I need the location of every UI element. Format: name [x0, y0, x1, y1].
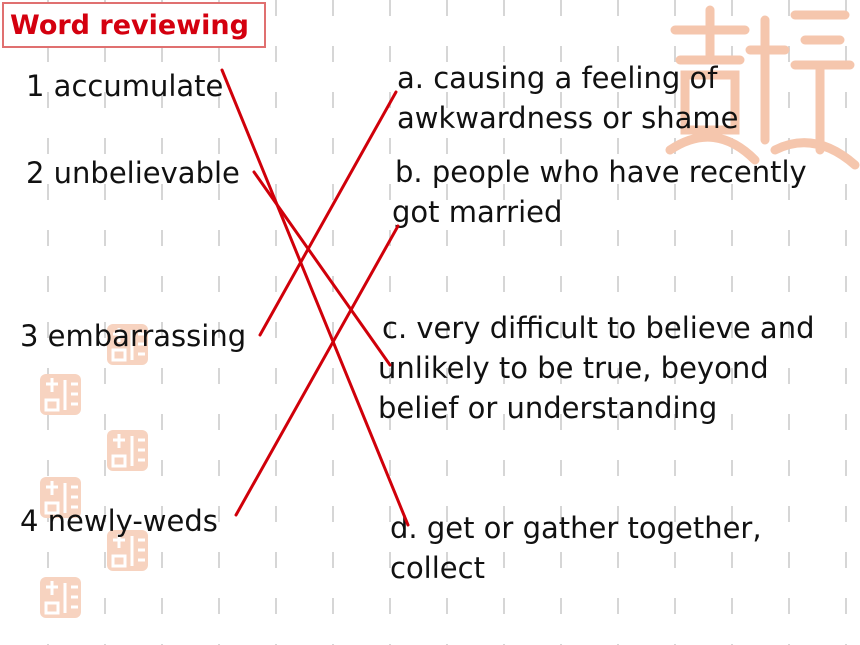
seal-icon-large	[665, 5, 860, 170]
seal-icon	[40, 577, 81, 618]
definition-line: unlikely to be true, beyond	[378, 351, 769, 385]
definition-item: d. get or gather together, collect	[390, 508, 762, 588]
seal-icon	[40, 374, 81, 415]
match-line-3-a	[258, 90, 398, 337]
word-item: 1 accumulate	[26, 69, 224, 103]
seal-icon	[107, 530, 148, 571]
seal-icon	[40, 477, 81, 518]
definition-item: b. people who have recently got married	[392, 152, 807, 232]
definition-line: got married	[392, 195, 563, 229]
page-title: Word reviewing	[10, 9, 249, 41]
word-item: 2 unbelievable	[26, 156, 240, 190]
definition-line: c. very difficult to believe and	[382, 311, 815, 345]
seal-icon	[107, 324, 148, 365]
definition-line: collect	[390, 551, 485, 585]
definition-item: a. causing a feeling of awkwardness or s…	[397, 58, 739, 138]
word-item: 3 embarrassing	[20, 319, 247, 353]
word-item: 4 newly-weds	[20, 504, 218, 538]
match-line-4-b	[234, 224, 400, 517]
definition-item: c. very difficult to believe and unlikel…	[378, 308, 814, 428]
definition-line: d. get or gather together,	[390, 511, 762, 545]
definition-line: belief or understanding	[378, 391, 718, 425]
definition-line: awkwardness or shame	[397, 101, 739, 135]
title-box: Word reviewing	[2, 2, 266, 48]
match-line-1-d	[220, 68, 410, 527]
definition-line: b. people who have recently	[395, 155, 807, 189]
definition-line: a. causing a feeling of	[397, 61, 718, 95]
match-line-2-c	[252, 170, 392, 367]
seal-icon	[107, 430, 148, 471]
